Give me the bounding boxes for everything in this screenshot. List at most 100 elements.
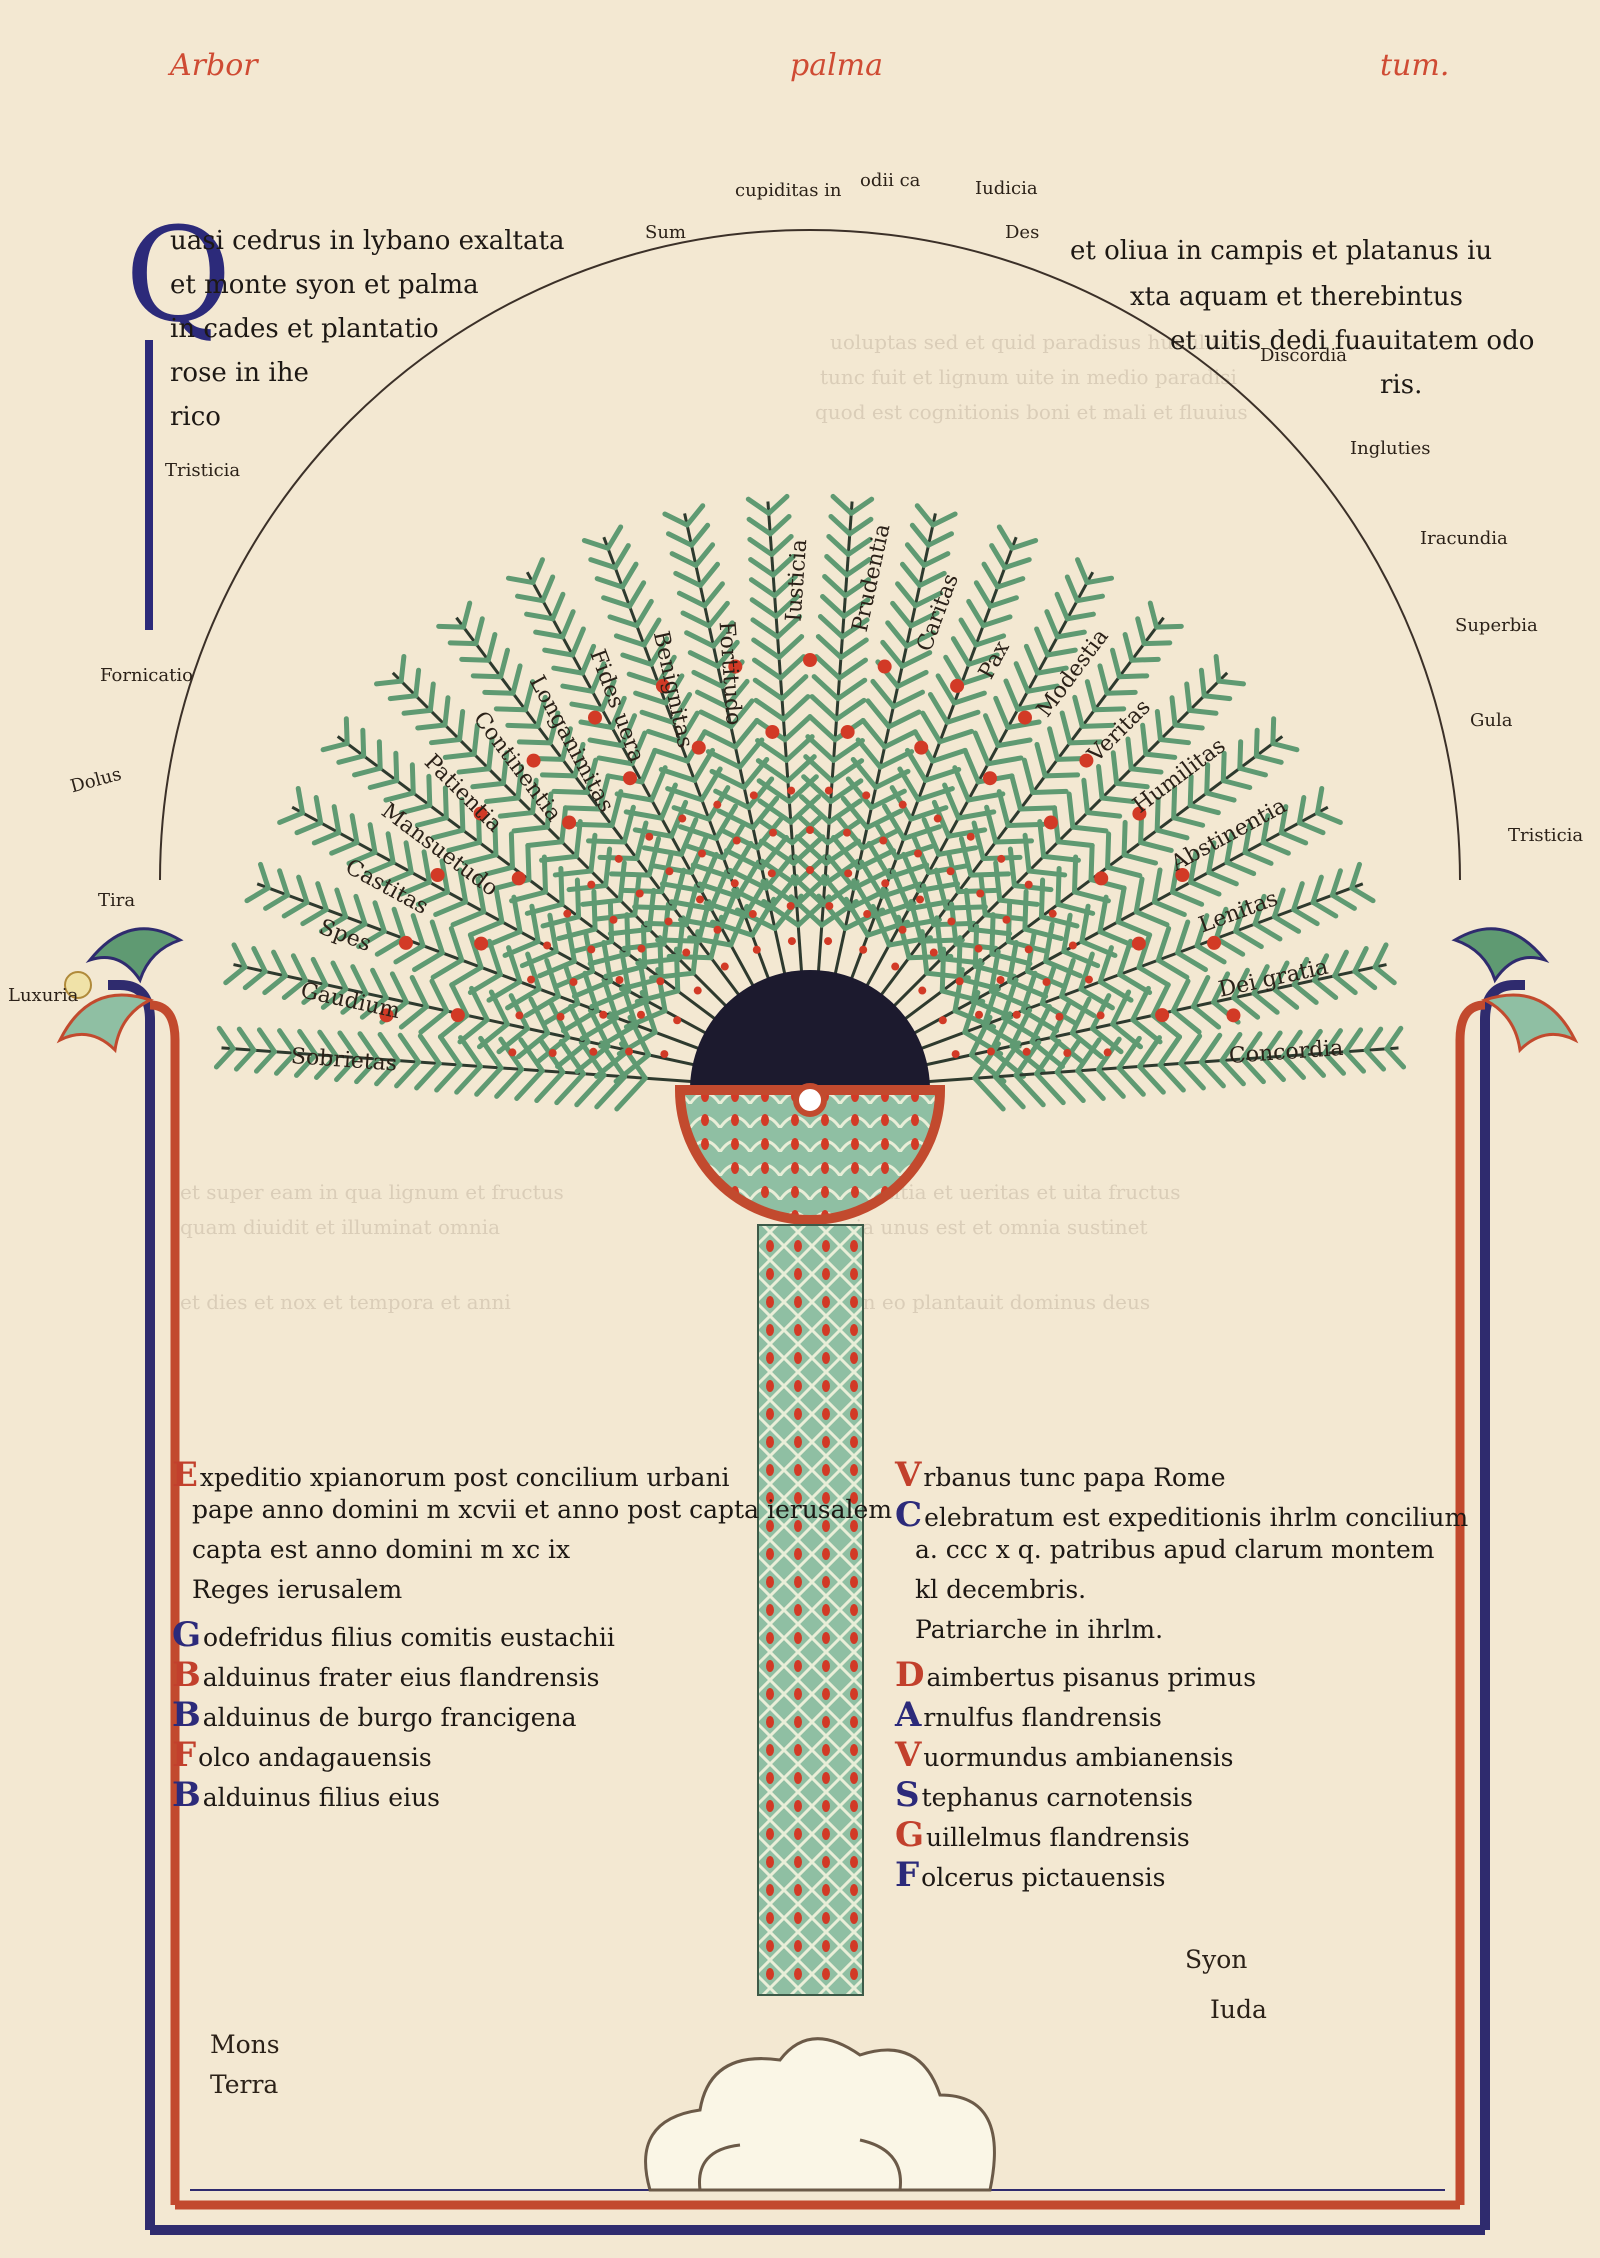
crown-circle (159, 229, 1461, 881)
fruit-dot (587, 945, 596, 954)
fruit-dot (623, 771, 637, 786)
fruit-dot (655, 678, 670, 693)
right-text-line: xta aquam et therebintus (1130, 282, 1463, 312)
fruit-dot (1079, 753, 1094, 768)
decorated-initial: A (895, 1695, 922, 1735)
palm-frond (808, 503, 958, 1091)
fruit-dot (891, 962, 900, 971)
vice-right: Superbia (1455, 615, 1538, 636)
list-item-text: kl decembris. (915, 1575, 1087, 1604)
fruit-dot (914, 849, 923, 858)
fruit-dot (787, 937, 796, 946)
list-item: Folcerus pictauensis (895, 1855, 1165, 1895)
fruit-dot (1043, 815, 1058, 830)
fruit-dot (898, 925, 907, 934)
fruit-dot (951, 1050, 960, 1059)
fruit-dot (615, 976, 624, 984)
fruit-dot (1048, 909, 1057, 918)
decorated-initial: G (895, 1815, 925, 1855)
fruit-dot (767, 869, 776, 878)
fruit-dot (1068, 941, 1077, 950)
vice-right: Gula (1470, 710, 1513, 731)
fruit-dot (806, 866, 814, 874)
list-item-text: pape anno domini m xcvii et anno post ca… (192, 1495, 893, 1524)
fruit-dot (660, 1050, 669, 1059)
fruit-dot (966, 832, 975, 841)
decorated-initial: F (172, 1735, 197, 1775)
fruit-dot (693, 986, 702, 995)
fruit-dot (713, 925, 722, 934)
fruit-dot (1096, 1011, 1105, 1020)
list-item: pape anno domini m xcvii et anno post ca… (192, 1495, 892, 1524)
decorated-initial: D (895, 1655, 925, 1695)
intro-line: in cades et plantatio (170, 314, 439, 344)
fruit-dot (938, 1016, 947, 1025)
fruit-dot (625, 1047, 634, 1056)
bottom-right-label: Syon (1185, 1945, 1248, 1974)
vice-left: Tristicia (165, 460, 241, 481)
fruit-dot (696, 895, 704, 904)
fruit-dot (916, 895, 924, 904)
fruit-dot (1063, 1048, 1072, 1057)
list-item: Arnulfus flandrensis (895, 1695, 1162, 1735)
fruit-dot (635, 889, 644, 898)
fruit-dot (974, 944, 983, 953)
fruit-dot (1175, 868, 1190, 882)
decorated-initial: B (172, 1655, 201, 1695)
fruit-dot (599, 1010, 608, 1019)
list-item-text: rbanus tunc papa Rome (923, 1463, 1226, 1492)
fruit-dot (728, 659, 743, 674)
fruit-dot (664, 917, 673, 926)
fruit-dot (682, 948, 691, 957)
list-item-text: uillelmus flandrensis (926, 1823, 1190, 1852)
header-left: Arbor (170, 48, 258, 83)
crown-disk (674, 1083, 946, 1225)
list-item: Reges ierusalem (192, 1575, 402, 1604)
list-item: Stephanus carnotensis (895, 1775, 1193, 1815)
bottom-right-label: Iuda (1210, 1995, 1267, 2024)
virtue-label: Iusticia (781, 538, 812, 623)
list-item-text: alduinus filius eius (202, 1783, 440, 1812)
header-center: palma (790, 48, 884, 83)
list-item-text: alduinus de burgo francigena (202, 1703, 577, 1732)
fruit-dot (563, 909, 572, 918)
fruit-dot (543, 941, 552, 950)
fruit-dot (1042, 977, 1051, 986)
fruit-dot (996, 976, 1005, 984)
fruit-dot (1226, 1008, 1241, 1023)
crown-base-fan (690, 970, 930, 1090)
fruit-dot (730, 879, 739, 888)
intro-line: rose in ihe (170, 358, 309, 388)
fruit-dot (527, 975, 536, 984)
list-item: Daimbertus pisanus primus (895, 1655, 1256, 1695)
fruit-dot (840, 724, 855, 739)
fruit-dot (1024, 945, 1033, 954)
fruit-dot (843, 828, 852, 837)
fruit-dot (637, 944, 646, 953)
crown-label: odii ca (860, 170, 921, 191)
list-item-text: tephanus carnotensis (921, 1783, 1193, 1812)
fruit-dot (1022, 1047, 1031, 1056)
right-text-line: ris. (1380, 370, 1423, 400)
vice-left: Luxuria (8, 985, 79, 1006)
decorated-initial: G (172, 1615, 202, 1655)
fruit-dot (983, 771, 997, 786)
fruit-dot (950, 678, 965, 693)
fruit-dot (1018, 710, 1032, 725)
decorated-initial: F (895, 1855, 920, 1895)
list-item-text: Patriarche in ihrlm. (915, 1615, 1164, 1644)
decorated-initial: B (172, 1695, 201, 1735)
fruit-dot (1024, 880, 1033, 889)
fruit-dot (1155, 1008, 1170, 1023)
intro-line: et monte syon et palma (170, 270, 479, 300)
list-item-text: elebratum est expeditionis ihrlm concili… (924, 1503, 1469, 1532)
fruit-dot (914, 740, 929, 755)
fruit-dot (997, 854, 1006, 863)
fruit-dot (824, 937, 833, 946)
decorated-initial: C (895, 1495, 923, 1535)
fruit-dot (678, 814, 687, 823)
decorated-initial: V (895, 1455, 922, 1495)
list-item: Balduinus de burgo francigena (172, 1695, 577, 1735)
vice-right: Ingluties (1350, 438, 1431, 459)
